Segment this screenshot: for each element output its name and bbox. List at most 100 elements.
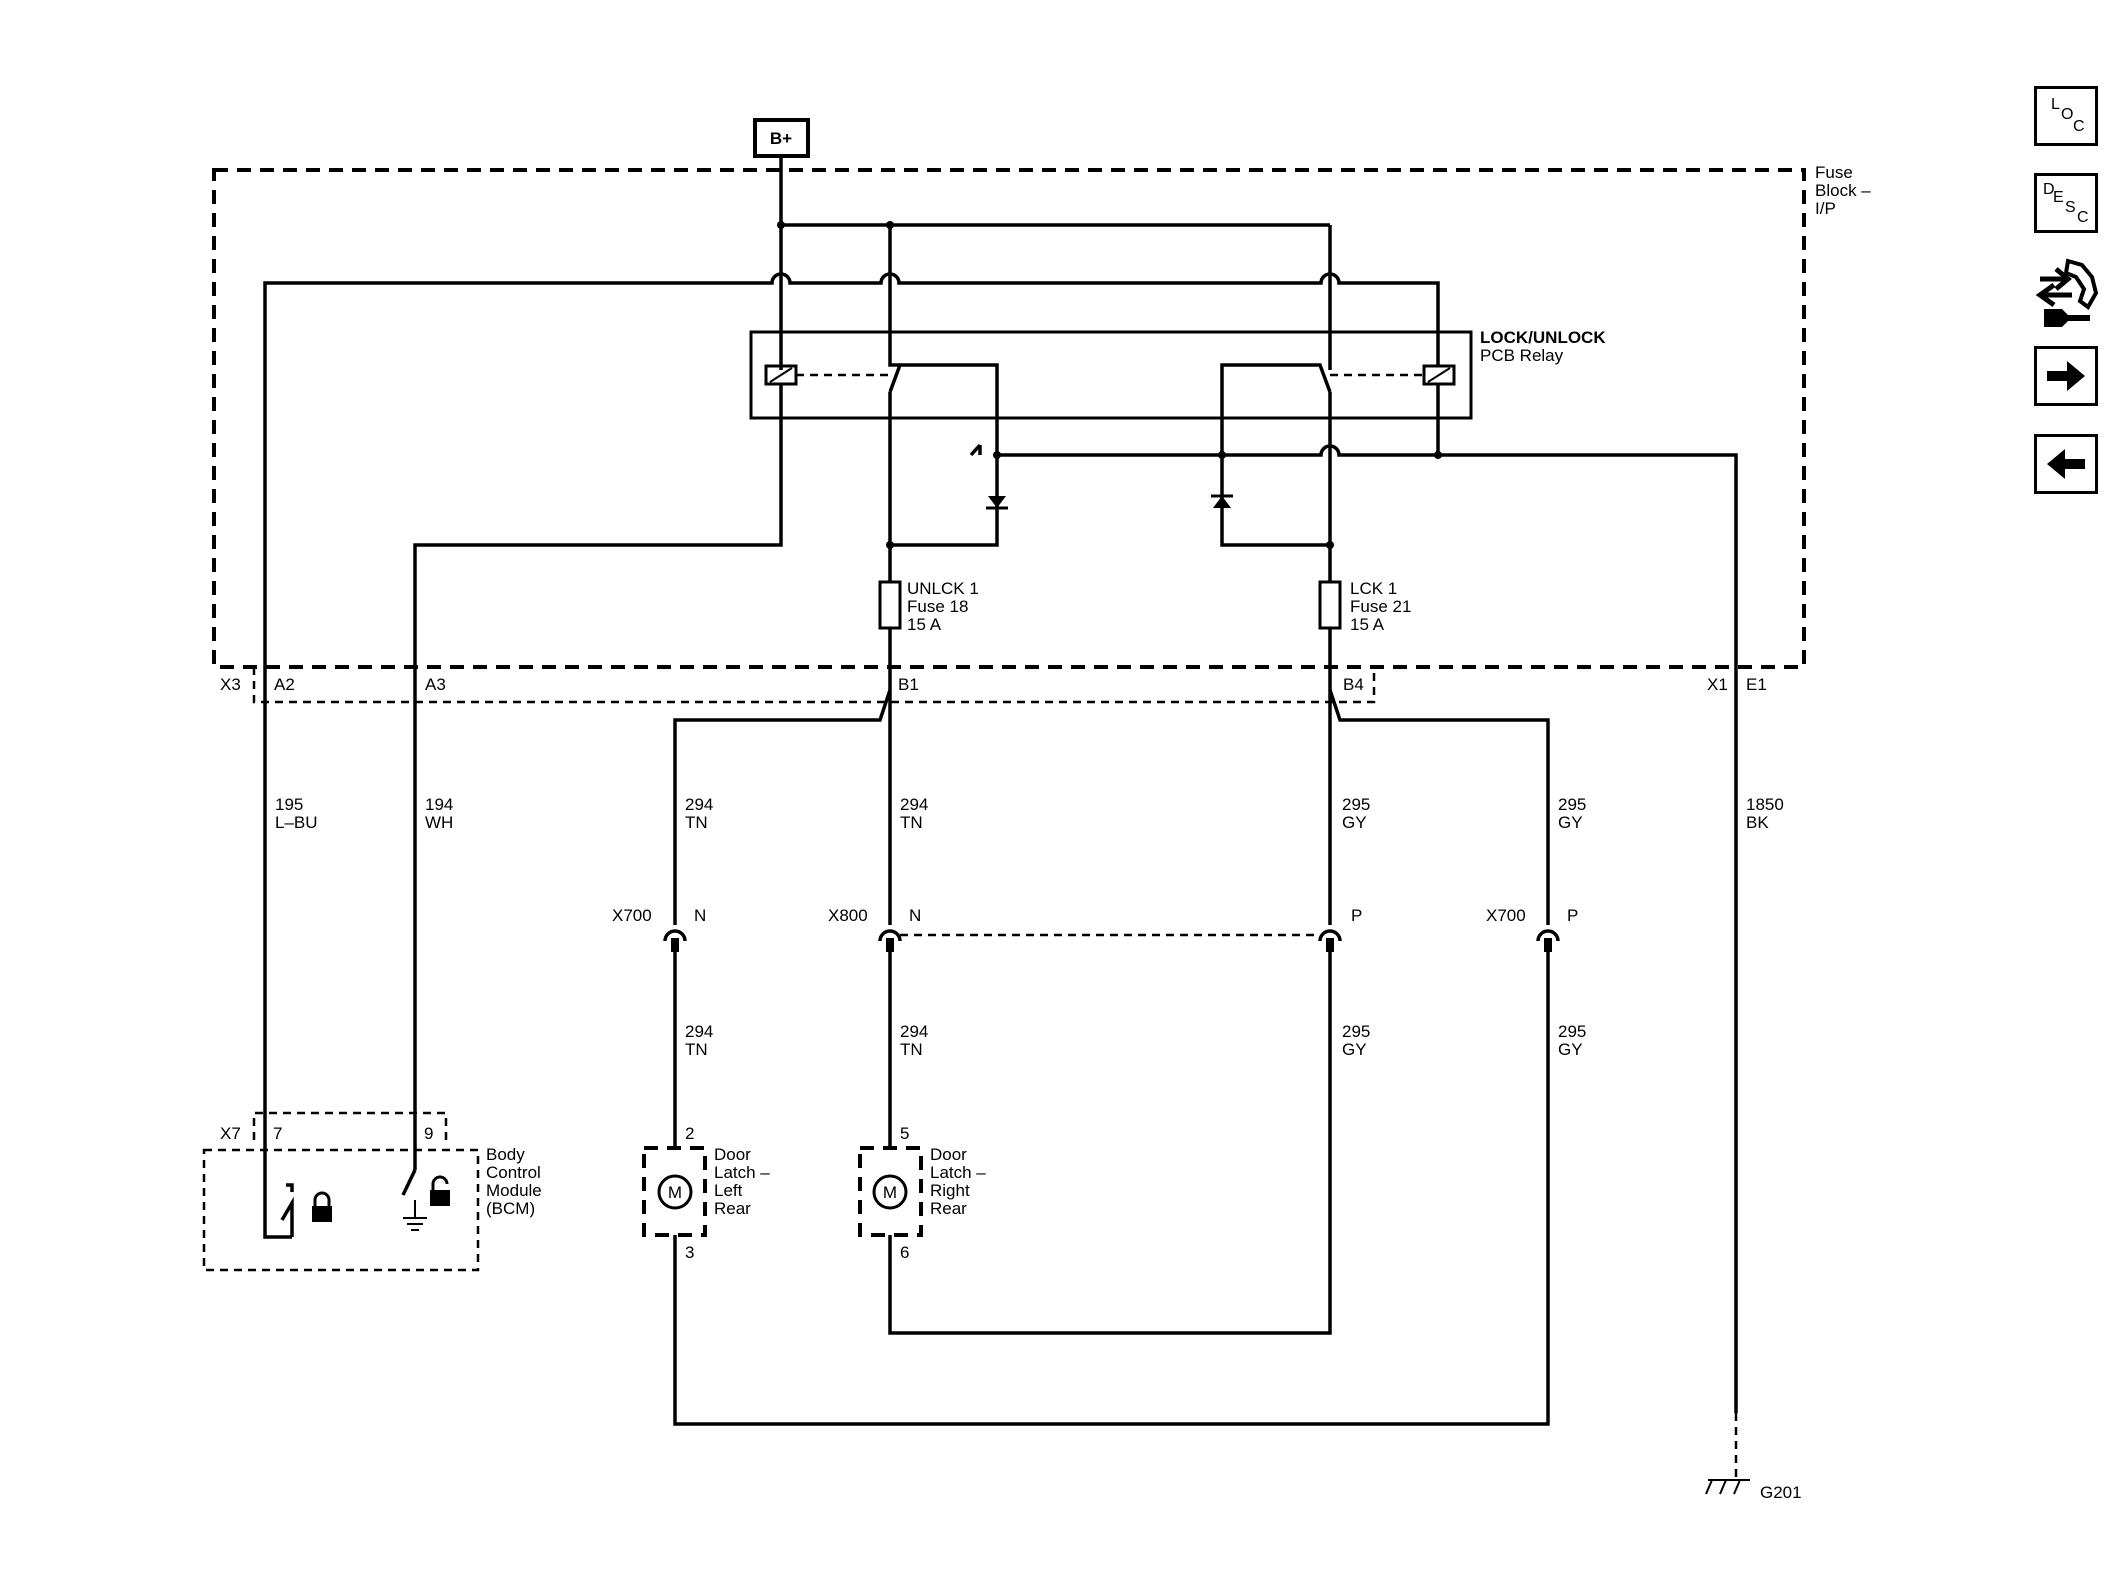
svg-text:TN: TN xyxy=(900,813,923,832)
svg-text:294: 294 xyxy=(900,795,928,814)
svg-text:Rear: Rear xyxy=(930,1199,967,1218)
svg-text:C: C xyxy=(2077,209,2089,226)
svg-text:O: O xyxy=(2061,106,2073,123)
svg-text:M: M xyxy=(883,1183,897,1202)
svg-text:X700: X700 xyxy=(1486,906,1526,925)
description-icon: D E S C xyxy=(2043,181,2089,226)
svg-text:Latch –: Latch – xyxy=(930,1163,986,1182)
svg-text:UNLCK 1: UNLCK 1 xyxy=(907,579,979,598)
svg-text:Block –: Block – xyxy=(1815,181,1871,200)
power-source-b-plus: B+ xyxy=(753,118,810,158)
svg-text:E: E xyxy=(2053,189,2064,206)
svg-text:PCB Relay: PCB Relay xyxy=(1480,346,1564,365)
svg-text:LCK 1: LCK 1 xyxy=(1350,579,1397,598)
svg-text:GY: GY xyxy=(1558,813,1583,832)
fuse-block-pin-labels: X3 A2 A3 B1 B4 X1 E1 xyxy=(220,675,1767,694)
svg-text:P: P xyxy=(1351,906,1362,925)
svg-text:WH: WH xyxy=(425,813,453,832)
svg-text:15 A: 15 A xyxy=(1350,615,1385,634)
loc-button[interactable]: L O C xyxy=(2034,86,2098,146)
svg-text:S: S xyxy=(2065,199,2076,216)
svg-text:294: 294 xyxy=(685,795,713,814)
wire-294-right-branch: 294 TN xyxy=(888,690,928,925)
svg-text:294: 294 xyxy=(900,1022,928,1041)
svg-text:GY: GY xyxy=(1342,813,1367,832)
fuse-block-outline xyxy=(212,168,1806,669)
svg-text:N: N xyxy=(694,906,706,925)
power-label: B+ xyxy=(770,129,792,148)
svg-text:Fuse 18: Fuse 18 xyxy=(907,597,968,616)
wire-294-left-branch: 294 TN xyxy=(673,689,892,925)
location-icon: L O C xyxy=(2051,96,2085,135)
svg-text:Module: Module xyxy=(486,1181,542,1200)
wire-194: 194 WH xyxy=(413,690,453,1170)
svg-text:D: D xyxy=(2043,181,2055,198)
svg-text:2: 2 xyxy=(685,1124,694,1143)
svg-text:3: 3 xyxy=(685,1243,694,1262)
svg-text:(BCM): (BCM) xyxy=(486,1199,535,1218)
wire-1850: 1850 BK xyxy=(1734,690,1784,1480)
svg-text:X800: X800 xyxy=(828,906,868,925)
next-arrow-icon xyxy=(2047,361,2085,391)
wire-294-lower-right: 294 TN xyxy=(888,952,928,1148)
svg-text:Left: Left xyxy=(714,1181,743,1200)
door-latch-right-rear: M 5 6 Door Latch – Right Rear xyxy=(858,1124,986,1262)
svg-text:5: 5 xyxy=(900,1124,909,1143)
svg-text:TN: TN xyxy=(900,1040,923,1059)
svg-text:Door: Door xyxy=(930,1145,967,1164)
relay-label: LOCK/UNLOCK PCB Relay xyxy=(1480,328,1606,365)
wire-195: 195 L–BU xyxy=(263,690,318,1239)
svg-text:X700: X700 xyxy=(612,906,652,925)
fuse-block-connector-row xyxy=(252,667,1376,704)
connector-x700-p: X700 P xyxy=(1486,906,1578,952)
svg-text:A2: A2 xyxy=(274,675,295,694)
svg-text:LOCK/UNLOCK: LOCK/UNLOCK xyxy=(1480,328,1606,347)
svg-text:M: M xyxy=(668,1183,682,1202)
svg-text:Fuse: Fuse xyxy=(1815,163,1853,182)
previous-button[interactable] xyxy=(2034,434,2098,494)
svg-text:Right: Right xyxy=(930,1181,970,1200)
svg-text:G201: G201 xyxy=(1760,1483,1802,1502)
svg-text:295: 295 xyxy=(1342,795,1370,814)
svg-text:GY: GY xyxy=(1342,1040,1367,1059)
svg-text:1850: 1850 xyxy=(1746,795,1784,814)
svg-text:Rear: Rear xyxy=(714,1199,751,1218)
svg-text:15 A: 15 A xyxy=(907,615,942,634)
wire-294-lower-left: 294 TN xyxy=(673,952,713,1148)
svg-text:6: 6 xyxy=(900,1243,909,1262)
svg-text:B1: B1 xyxy=(898,675,919,694)
desc-button[interactable]: D E S C xyxy=(2034,173,2098,233)
svg-text:Door: Door xyxy=(714,1145,751,1164)
fuse-18: UNLCK 1 Fuse 18 15 A xyxy=(878,545,979,690)
svg-text:P: P xyxy=(1567,906,1578,925)
svg-text:B4: B4 xyxy=(1343,675,1364,694)
svg-text:GY: GY xyxy=(1558,1040,1583,1059)
svg-text:A3: A3 xyxy=(425,675,446,694)
svg-text:C: C xyxy=(2073,118,2085,135)
ground-g201: G201 xyxy=(1705,1479,1802,1502)
svg-text:294: 294 xyxy=(685,1022,713,1041)
connector-tool-button[interactable] xyxy=(2034,255,2099,330)
next-button[interactable] xyxy=(2034,346,2098,406)
previous-arrow-icon xyxy=(2047,449,2085,479)
svg-text:295: 295 xyxy=(1558,1022,1586,1041)
svg-text:I/P: I/P xyxy=(1815,199,1836,218)
fuse-21: LCK 1 Fuse 21 15 A xyxy=(1318,545,1411,690)
svg-text:Latch –: Latch – xyxy=(714,1163,770,1182)
connector-tool-icon xyxy=(2035,258,2099,327)
svg-text:TN: TN xyxy=(685,813,708,832)
svg-text:295: 295 xyxy=(1342,1022,1370,1041)
wire-295-left-branch: 295 GY xyxy=(1328,690,1370,925)
svg-text:9: 9 xyxy=(424,1124,433,1143)
svg-text:Fuse 21: Fuse 21 xyxy=(1350,597,1411,616)
svg-text:L: L xyxy=(2051,96,2060,113)
svg-text:X1: X1 xyxy=(1707,675,1728,694)
svg-text:E1: E1 xyxy=(1746,675,1767,694)
svg-text:TN: TN xyxy=(685,1040,708,1059)
svg-text:N: N xyxy=(909,906,921,925)
door-latch-left-rear: M 2 3 Door Latch – Left Rear xyxy=(642,1124,770,1262)
relay-ground-bus xyxy=(886,443,1738,690)
lock-unlock-pcb-relay xyxy=(413,282,1473,690)
b-plus-bus xyxy=(777,156,1332,282)
